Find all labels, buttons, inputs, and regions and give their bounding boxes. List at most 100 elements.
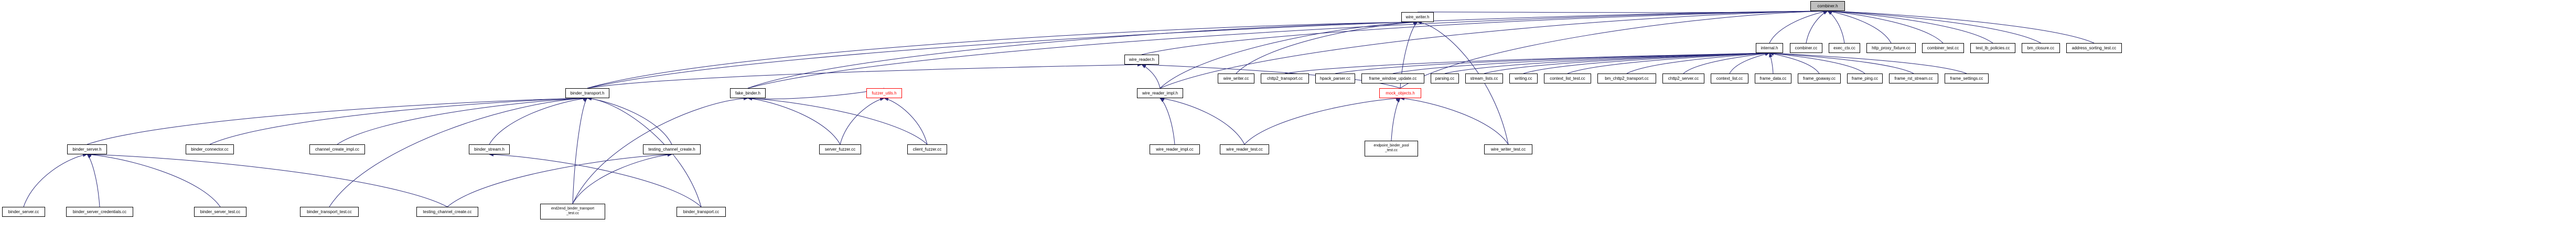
graph-edge	[1827, 10, 1845, 44]
graph-edge	[447, 152, 672, 207]
graph-edge	[1827, 9, 1993, 44]
graph-edge	[1160, 20, 1418, 89]
graph-node-label: frame_window_update.cc	[1369, 76, 1417, 81]
graph-node-label: mock_objects.h	[1386, 90, 1415, 96]
graph-node-parsing-cc[interactable]: parsing.cc	[1431, 74, 1459, 83]
graph-node-combiner-cc[interactable]: combiner.cc	[1790, 43, 1822, 53]
graph-node-label: wire_writer.h	[1405, 14, 1430, 19]
graph-node-context-list-cc[interactable]: context_list.cc	[1711, 74, 1748, 83]
graph-edge	[1827, 9, 2041, 44]
graph-node-wire-reader-test-cc[interactable]: wire_reader_test.cc	[1220, 144, 1269, 154]
graph-edge	[884, 97, 928, 145]
graph-node-end2end-binder-transport-test-cc[interactable]: end2end_binder_transport _test.cc	[540, 204, 605, 219]
graph-node-binder-server-credentials-cc[interactable]: binder_server_credentials.cc	[66, 207, 133, 217]
graph-node-test-lb-policies-cc[interactable]: test_lb_policies.cc	[1970, 43, 2015, 53]
graph-edge	[747, 96, 928, 145]
graph-node-label: writing.cc	[1515, 76, 1532, 81]
graph-node-testing-channel-create-cc[interactable]: testing_channel_create.cc	[416, 207, 478, 217]
graph-node-label: chttp2_transport.cc	[1266, 76, 1303, 81]
graph-node-label: wire_reader_test.cc	[1226, 146, 1263, 152]
graph-node-label: wire_writer_test.cc	[1490, 146, 1526, 152]
graph-node-binder-transport-test-cc[interactable]: binder_transport_test.cc	[300, 207, 359, 217]
graph-node-label: testing_channel_create.cc	[423, 209, 472, 214]
graph-node-bm-closure-cc[interactable]: bm_closure.cc	[2022, 43, 2060, 53]
graph-node-chttp2-transport-cc[interactable]: chttp2_transport.cc	[1261, 74, 1309, 83]
graph-node-binder-server-cc[interactable]: binder_server.cc	[2, 207, 45, 217]
graph-edge	[87, 154, 100, 207]
graph-node-combiner-test-cc[interactable]: combiner_test.cc	[1922, 43, 1964, 53]
graph-edge	[572, 96, 748, 204]
graph-node-wire-writer-h[interactable]: wire_writer.h	[1401, 12, 1434, 22]
graph-node-label: client_fuzzer.cc	[913, 146, 942, 152]
graph-node-label: chttp2_server.cc	[1668, 76, 1699, 81]
graph-node-label: stream_lists.cc	[1470, 76, 1498, 81]
graph-edge	[1769, 52, 1774, 74]
graph-node-label: binder_transport_test.cc	[307, 209, 352, 214]
graph-edge	[840, 97, 885, 145]
graph-edge	[1827, 9, 1892, 44]
graph-node-frame-data-cc[interactable]: frame_data.cc	[1755, 74, 1791, 83]
graph-node-label: end2end_binder_transport _test.cc	[551, 207, 595, 215]
graph-edge	[587, 9, 1828, 89]
graph-node-server-fuzzer-cc[interactable]: server_fuzzer.cc	[819, 144, 861, 154]
graph-edge	[337, 96, 588, 145]
graph-node-http-proxy-fixture-cc[interactable]: http_proxy_fixture.cc	[1866, 43, 1916, 53]
graph-node-exec-ctx-cc[interactable]: exec_ctx.cc	[1829, 43, 1860, 53]
graph-node-frame-goaway-cc[interactable]: frame_goaway.cc	[1798, 74, 1841, 83]
graph-node-fuzzer-utils-h[interactable]: fuzzer_utils.h	[866, 88, 902, 98]
graph-node-label: wire_reader.h	[1129, 57, 1155, 62]
graph-edge	[747, 88, 885, 101]
graph-edge	[1392, 51, 1770, 74]
graph-edge	[572, 98, 588, 204]
graph-node-label: context_list.cc	[1716, 76, 1743, 81]
graph-node-binder-transport-cc[interactable]: binder_transport.cc	[677, 207, 726, 217]
graph-edge	[489, 97, 588, 145]
graph-node-frame-rst-stream-cc[interactable]: frame_rst_stream.cc	[1889, 74, 1938, 83]
graph-edge	[747, 9, 1828, 89]
graph-edge	[1236, 20, 1418, 74]
graph-node-chttp2-server-cc[interactable]: chttp2_server.cc	[1662, 74, 1704, 83]
graph-node-frame-settings-cc[interactable]: frame_settings.cc	[1945, 74, 1989, 83]
graph-node-bm-chttp2-transport-cc[interactable]: bm_chttp2_transport.cc	[1597, 74, 1656, 83]
graph-node-client-fuzzer-cc[interactable]: client_fuzzer.cc	[907, 144, 947, 154]
graph-edge	[1827, 9, 2095, 44]
graph-node-frame-ping-cc[interactable]: frame_ping.cc	[1847, 74, 1883, 83]
graph-node-label: bm_closure.cc	[2027, 45, 2055, 50]
graph-node-label: internal.h	[1761, 45, 1778, 50]
graph-node-wire-writer-test-cc[interactable]: wire_writer_test.cc	[1484, 144, 1532, 154]
graph-node-stream-lists-cc[interactable]: stream_lists.cc	[1465, 74, 1503, 83]
graph-edge	[747, 97, 841, 145]
graph-node-wire-reader-impl-cc[interactable]: wire_reader_impl.cc	[1150, 144, 1200, 154]
graph-edge	[1335, 51, 1770, 74]
graph-node-wire-reader-impl-h[interactable]: wire_reader_impl.h	[1137, 88, 1183, 98]
graph-edge	[587, 62, 1142, 89]
graph-node-binder-server-test-cc[interactable]: binder_server_test.cc	[194, 207, 246, 217]
graph-node-hpack-parser-cc[interactable]: hpack_parser.cc	[1315, 74, 1355, 83]
graph-node-binder-transport-h[interactable]: binder_transport.h	[565, 88, 609, 98]
graph-node-label: combiner.cc	[1795, 45, 1818, 50]
graph-node-label: combiner.h	[1817, 3, 1838, 8]
graph-node-context-list-test-cc[interactable]: context_list_test.cc	[1544, 74, 1591, 83]
graph-edge	[87, 96, 588, 145]
graph-node-binder-stream-h[interactable]: binder_stream.h	[469, 144, 510, 154]
graph-node-endpoint-binder-pool-test-cc[interactable]: endpoint_binder_pool _test.cc	[1365, 141, 1418, 156]
graph-node-testing-channel-create-h[interactable]: testing_channel_create.h	[643, 144, 701, 154]
graph-node-frame-window-update-cc[interactable]: frame_window_update.cc	[1361, 74, 1424, 83]
graph-node-combiner-h[interactable]: combiner.h	[1810, 1, 1845, 11]
graph-edge	[1417, 20, 1509, 145]
graph-node-binder-connector-cc[interactable]: binder_connector.cc	[186, 144, 234, 154]
graph-node-address-sorting-test-cc[interactable]: address_sorting_test.cc	[2066, 43, 2122, 53]
graph-node-fake-binder-h[interactable]: fake_binder.h	[730, 88, 766, 98]
graph-node-label: frame_rst_stream.cc	[1894, 76, 1933, 81]
graph-node-wire-writer-cc[interactable]: wire_writer.cc	[1218, 74, 1254, 83]
graph-edge	[1769, 51, 1967, 74]
graph-node-channel-create-impl-cc[interactable]: channel_create_impl.cc	[309, 144, 365, 154]
graph-node-writing-cc[interactable]: writing.cc	[1509, 74, 1538, 83]
graph-edge	[587, 97, 702, 207]
graph-node-mock-objects-h[interactable]: mock_objects.h	[1379, 88, 1421, 98]
graph-node-binder-server-h[interactable]: binder_server.h	[67, 144, 107, 154]
graph-edge	[1400, 9, 1828, 89]
graph-node-wire-reader-h[interactable]: wire_reader.h	[1124, 55, 1159, 65]
graph-node-internal-h[interactable]: internal.h	[1756, 43, 1783, 53]
